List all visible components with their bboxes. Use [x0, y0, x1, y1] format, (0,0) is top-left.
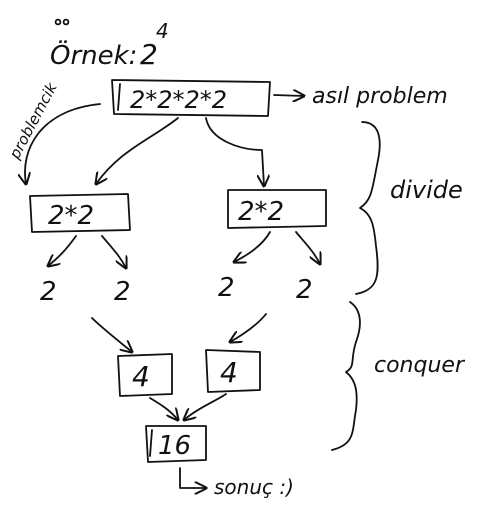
left-result-value: 4	[132, 360, 150, 393]
arrow-leaves-to-right-result	[230, 313, 267, 342]
title-base: 2	[140, 38, 158, 71]
final-box-tick	[149, 429, 153, 457]
phase-conquer-label: conquer	[374, 353, 466, 378]
final-box	[145, 425, 207, 463]
root-expression: 2*2*2*2	[130, 86, 227, 114]
arrow-left-to-leaf-1	[48, 235, 77, 266]
subproblem-label-arrow	[25, 103, 101, 184]
umlaut-dot	[54, 18, 62, 26]
right-result-box	[205, 349, 261, 393]
left-leaf-2: 2	[114, 277, 131, 307]
left-sub-expression: 2*2	[48, 201, 94, 231]
root-label-arrow	[273, 95, 304, 96]
arrow-root-to-right	[205, 117, 264, 186]
arrow-right-to-leaf-1	[234, 231, 271, 262]
divide-brace	[355, 121, 381, 295]
arrow-left-result-to-final	[149, 397, 178, 420]
title-exponent: 4	[156, 19, 169, 43]
phase-divide-label: divide	[390, 176, 463, 204]
right-sub-expression: 2*2	[238, 197, 284, 227]
final-label: sonuç :)	[214, 475, 294, 499]
right-result-value: 4	[220, 356, 238, 389]
left-sub-box	[29, 193, 131, 233]
right-leaf-2: 2	[296, 275, 313, 305]
umlaut-dot	[62, 18, 70, 26]
root-box-tick	[117, 83, 121, 111]
title-prefix: Örnek:	[50, 39, 137, 71]
conquer-brace	[331, 301, 361, 451]
arrow-left-to-leaf-2	[101, 235, 126, 268]
left-result-box	[117, 353, 173, 397]
right-sub-box	[227, 189, 327, 229]
arrow-root-to-left	[96, 117, 179, 184]
left-leaf-1: 2	[40, 277, 57, 307]
right-leaf-1: 2	[218, 273, 235, 303]
arrow-right-result-to-final	[184, 393, 227, 420]
root-label: asıl problem	[312, 84, 448, 109]
arrow-final-to-result-label	[179, 467, 206, 488]
root-box	[111, 79, 271, 117]
final-value: 16	[158, 431, 191, 461]
arrow-right-to-leaf-2	[295, 231, 320, 264]
arrow-leaves-to-left-result	[91, 317, 132, 352]
